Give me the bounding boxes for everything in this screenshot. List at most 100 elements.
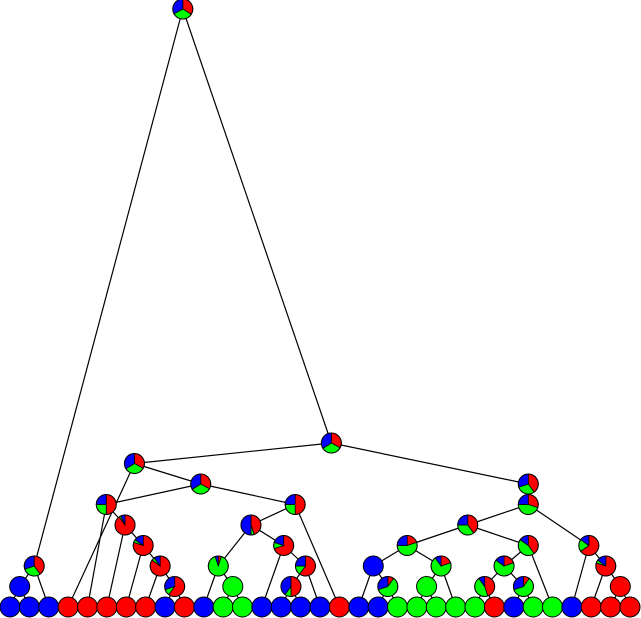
- internal-node-pie: [222, 576, 244, 597]
- node-circle: [416, 576, 438, 597]
- node-circle: [542, 596, 563, 618]
- node-outline: [240, 514, 262, 536]
- node-circle: [483, 596, 505, 618]
- node-circle: [232, 596, 253, 618]
- node-circle: [135, 596, 157, 618]
- internal-node-pie: [172, 0, 194, 20]
- node-outline: [273, 535, 295, 556]
- node-circle: [38, 596, 60, 618]
- node-circle: [222, 576, 244, 597]
- leaf-node: [270, 596, 292, 618]
- leaf-node: [290, 596, 312, 618]
- tree-edge: [571, 545, 590, 608]
- internal-node-pie: [609, 576, 631, 597]
- leaf-node: [406, 596, 428, 618]
- tree-edge: [331, 442, 529, 485]
- node-circle: [609, 576, 631, 597]
- node-outline: [493, 555, 515, 577]
- internal-node-pie: [190, 473, 212, 495]
- internal-node-pie: [149, 555, 171, 577]
- node-circle: [77, 596, 98, 618]
- node-circle: [0, 596, 21, 618]
- node-circle: [367, 596, 389, 618]
- leaf-node: [38, 596, 60, 618]
- internal-node-pie: [493, 555, 515, 577]
- node-outline: [320, 432, 342, 454]
- node-circle: [270, 596, 292, 618]
- internal-node-pie: [517, 535, 539, 556]
- node-circle: [387, 596, 408, 618]
- node-outline: [578, 535, 600, 556]
- node-circle: [362, 555, 384, 577]
- node-circle: [348, 596, 370, 618]
- tree-edge: [467, 503, 529, 526]
- tree-edge: [527, 545, 554, 608]
- tree-edge: [106, 483, 201, 506]
- leaf-node: [387, 596, 408, 618]
- node-circle: [580, 596, 602, 618]
- internal-node-pie: [114, 514, 136, 536]
- tree-edge: [125, 545, 144, 608]
- node-outline: [430, 555, 452, 577]
- leaf-node: [367, 596, 389, 618]
- leaf-node: [483, 596, 505, 618]
- leaf-node: [154, 596, 176, 618]
- leaf-node: [580, 596, 602, 618]
- leaf-node: [561, 596, 583, 618]
- node-outline: [517, 535, 539, 556]
- internal-node-pie: [164, 576, 186, 597]
- tree-edge: [134, 462, 201, 485]
- internal-node-pie: [320, 432, 342, 454]
- leaf-node: [503, 596, 525, 618]
- node-circle: [154, 596, 176, 618]
- leaf-node: [232, 596, 253, 618]
- tree-edge: [527, 504, 590, 546]
- internal-node-pie: [457, 514, 479, 536]
- node-outline: [207, 555, 229, 577]
- tree-edge: [406, 524, 468, 547]
- internal-node-pie: [273, 535, 295, 556]
- leaf-node: [77, 596, 98, 618]
- tree-edge: [86, 504, 107, 608]
- leaf-node: [193, 596, 215, 618]
- node-outline: [95, 494, 117, 515]
- internal-node-pie: [362, 555, 384, 577]
- internal-node-pie: [123, 453, 145, 474]
- node-circle: [406, 596, 428, 618]
- node-outline: [132, 535, 154, 556]
- leaf-node: [18, 596, 40, 618]
- tree-edge: [134, 442, 332, 465]
- leaf-node: [600, 596, 622, 618]
- pie-slice: [290, 576, 302, 597]
- internal-node-pie: [280, 576, 302, 597]
- node-outline: [284, 494, 306, 515]
- node-circle: [173, 596, 195, 618]
- node-circle: [212, 596, 234, 618]
- internal-node-pie: [23, 555, 45, 577]
- tree-edge: [182, 8, 332, 444]
- leaf-node: [57, 596, 79, 618]
- leaf-node: [115, 596, 137, 618]
- internal-node-pie: [430, 555, 452, 577]
- node-outline: [190, 473, 212, 495]
- leaf-node: [96, 596, 118, 618]
- internal-node-pie: [284, 494, 306, 515]
- node-circle: [251, 596, 273, 618]
- tree-edge: [261, 545, 285, 608]
- tree-edge: [106, 524, 126, 608]
- node-outline: [114, 514, 136, 536]
- internal-node-pie: [95, 494, 117, 515]
- tree-edge: [33, 8, 184, 567]
- leaf-node: [542, 596, 563, 618]
- tree-edge: [294, 504, 340, 608]
- node-outline: [474, 576, 496, 597]
- tree-edge: [67, 463, 135, 608]
- leaf-node: [212, 596, 234, 618]
- node-circle: [522, 596, 544, 618]
- leaf-node: [619, 596, 641, 618]
- internal-node-pie: [9, 576, 31, 597]
- node-outline: [294, 555, 316, 577]
- pie-slice: [294, 494, 306, 515]
- internal-node-pie: [517, 473, 539, 495]
